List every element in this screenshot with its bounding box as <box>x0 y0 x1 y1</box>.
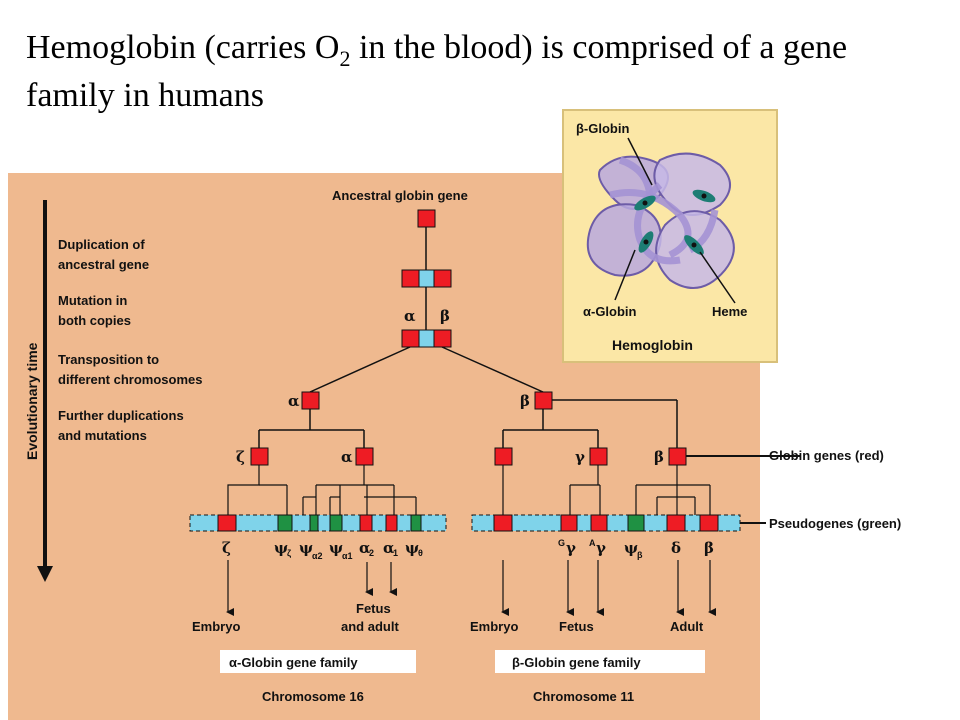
step-mutation-1: Mutation in <box>58 293 127 308</box>
beta-label-mid: β <box>520 392 530 410</box>
alpha-label-mid: α <box>288 392 300 410</box>
svg-text:2: 2 <box>369 548 374 558</box>
step-further-2: and mutations <box>58 428 147 443</box>
svg-text:δ: δ <box>671 539 681 557</box>
beta-cluster-labels: G γ A γ ψ β δ β <box>558 538 714 560</box>
beta-label-low: β <box>654 448 664 466</box>
time-arrow-head <box>37 566 53 582</box>
svg-text:G: G <box>558 538 565 548</box>
step-transposition-2: different chromosomes <box>58 372 202 387</box>
step-mutation-2: both copies <box>58 313 131 328</box>
alpha-family-box <box>220 650 416 673</box>
beta-gene <box>534 391 553 410</box>
svg-text:α2: α2 <box>312 551 323 561</box>
chromosome-16-label: Chromosome 16 <box>262 689 364 704</box>
chromosome-11-label: Chromosome 11 <box>533 689 634 704</box>
inset-beta-label: β-Globin <box>576 121 629 136</box>
hemoglobin-inset: β-Globin α-Globin Heme Hemoglobin <box>562 109 778 363</box>
alpha-family-label: α-Globin gene family <box>229 655 358 670</box>
step-duplication-1: Duplication of <box>58 237 145 252</box>
ancestral-gene <box>417 209 436 228</box>
svg-text:1: 1 <box>393 548 398 558</box>
legend-pseudo: Pseudogenes (green) <box>769 516 901 531</box>
svg-text:β: β <box>637 550 643 560</box>
beta-family-label: β-Globin gene family <box>512 655 641 670</box>
beta-label-top: β <box>440 307 450 325</box>
alpha-gene-low <box>355 447 374 466</box>
duplicated-gene <box>401 269 452 288</box>
svg-text:α: α <box>383 539 395 557</box>
step-further-1: Further duplications <box>58 408 184 423</box>
chromosome-16-bar <box>189 514 447 532</box>
inset-alpha-label: α-Globin <box>583 304 637 319</box>
title-subscript: 2 <box>339 45 351 71</box>
step-duplication-2: ancestral gene <box>58 257 149 272</box>
chromosome-11-bar <box>471 514 741 532</box>
gamma-label-mid: γ <box>575 448 585 466</box>
step-labels: Duplication of ancestral gene Mutation i… <box>58 237 202 443</box>
beta-gene-low <box>668 447 687 466</box>
svg-text:A: A <box>589 538 596 548</box>
svg-text:ζ: ζ <box>222 539 231 557</box>
stage-and-adult-alpha: and adult <box>341 619 399 634</box>
svg-text:α: α <box>359 539 371 557</box>
svg-text:ψ: ψ <box>405 539 419 557</box>
stage-fetus-alpha: Fetus <box>356 601 391 616</box>
gamma-gene <box>589 447 608 466</box>
beta-family-box <box>495 650 705 673</box>
inset-caption: Hemoglobin <box>612 337 693 353</box>
mutated-genes <box>401 329 452 348</box>
svg-text:θ: θ <box>418 548 423 558</box>
legend-globin: Globin genes (red) <box>769 448 884 463</box>
alpha-gene <box>301 391 320 410</box>
alpha-cluster-labels: ζ ψ ζ ψ α2 ψ α1 α 2 α 1 ψ θ <box>222 539 423 561</box>
slide-title: Hemoglobin (carries O2 in the blood) is … <box>26 24 926 120</box>
svg-text:γ: γ <box>566 539 576 557</box>
alpha-label-low: α <box>341 448 353 466</box>
zeta-label-mid: ζ <box>236 448 245 466</box>
beta-embryonic-gene <box>494 447 513 466</box>
svg-text:ψ: ψ <box>624 539 638 557</box>
svg-text:ψ: ψ <box>329 539 343 557</box>
inset-heme-label: Heme <box>712 304 747 319</box>
svg-text:ζ: ζ <box>287 548 291 558</box>
alpha-label-top: α <box>404 307 416 325</box>
stage-embryo-beta: Embryo <box>470 619 518 634</box>
svg-text:ψ: ψ <box>299 539 313 557</box>
stage-fetus-beta: Fetus <box>559 619 594 634</box>
title-prefix: Hemoglobin (carries O <box>26 29 340 66</box>
ancestral-label: Ancestral globin gene <box>332 188 468 203</box>
zeta-gene <box>250 447 269 466</box>
step-transposition-1: Transposition to <box>58 352 159 367</box>
svg-text:ψ: ψ <box>274 539 288 557</box>
stage-embryo-alpha: Embryo <box>192 619 240 634</box>
time-axis-label: Evolutionary time <box>24 342 40 460</box>
svg-text:β: β <box>704 539 714 557</box>
svg-text:α1: α1 <box>342 551 353 561</box>
title-suffix: in the blood) is comprised of a gene fam… <box>26 29 848 114</box>
svg-text:γ: γ <box>596 539 606 557</box>
stage-adult-beta: Adult <box>670 619 704 634</box>
